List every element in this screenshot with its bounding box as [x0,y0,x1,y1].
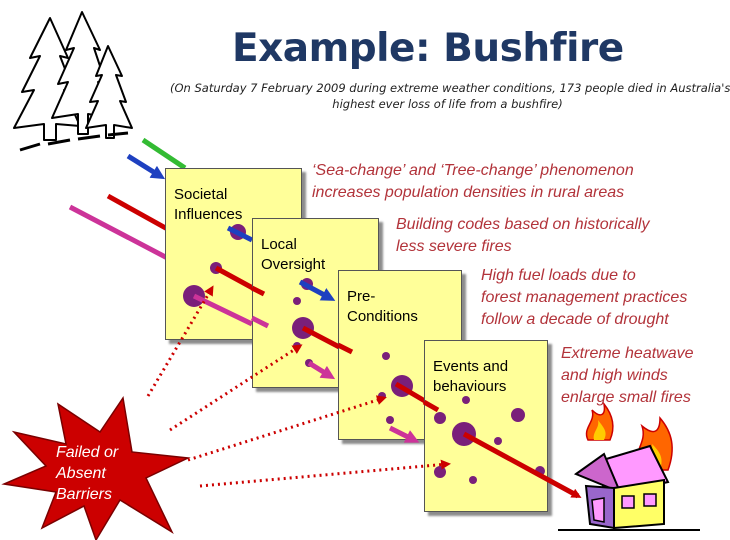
description-line: enlarge small fires [561,389,691,406]
description-line: High fuel loads due to [481,267,636,284]
burning-house-icon [558,401,700,531]
description-line: less severe fires [396,238,512,255]
description-line: follow a decade of drought [481,311,669,328]
description-line: increases population densities in rural … [312,184,625,201]
description-line: ‘Sea-change’ and ‘Tree-change’ phenomeno… [312,162,634,179]
layer-label-line: Societal [174,186,228,203]
failed-barriers-line: Failed or [56,444,119,461]
description-line: forest management practices [481,289,688,306]
layer-label-line: Influences [174,206,243,223]
layer-events-and-behaviours: Events and behaviours [424,340,548,512]
layer-label-line: Local [261,236,297,253]
slide-title: Example: Bushfire [232,26,624,71]
layer-label-line: behaviours [433,378,507,395]
description-events: Extreme heatwave and high winds enlarge … [561,343,694,409]
failed-barriers-line: Absent [56,465,106,482]
layer-label-line: Conditions [347,308,418,325]
layer-label-line: Oversight [261,256,326,273]
pine-trees-icon [13,11,133,152]
description-line: and high winds [561,367,668,384]
description-pre-conditions: High fuel loads due to forest management… [481,265,687,331]
description-societal: ‘Sea-change’ and ‘Tree-change’ phenomeno… [312,160,634,204]
subtitle-line: highest ever loss of life from a bushfir… [332,97,563,111]
failed-barriers-label: Failed or Absent Barriers [56,442,146,505]
failed-barriers-line: Barriers [56,486,113,503]
layer-label-line: Pre- [347,288,376,305]
layer-label-line: Events and [433,358,509,375]
subtitle-line: (On Saturday 7 February 2009 during extr… [170,81,730,95]
description-line: Extreme heatwave [561,345,694,362]
slide-subtitle: (On Saturday 7 February 2009 during extr… [170,80,730,112]
description-line: Building codes based on historically [396,216,650,233]
description-local-oversight: Building codes based on historically les… [396,214,649,258]
starburst-shape [1,396,191,540]
